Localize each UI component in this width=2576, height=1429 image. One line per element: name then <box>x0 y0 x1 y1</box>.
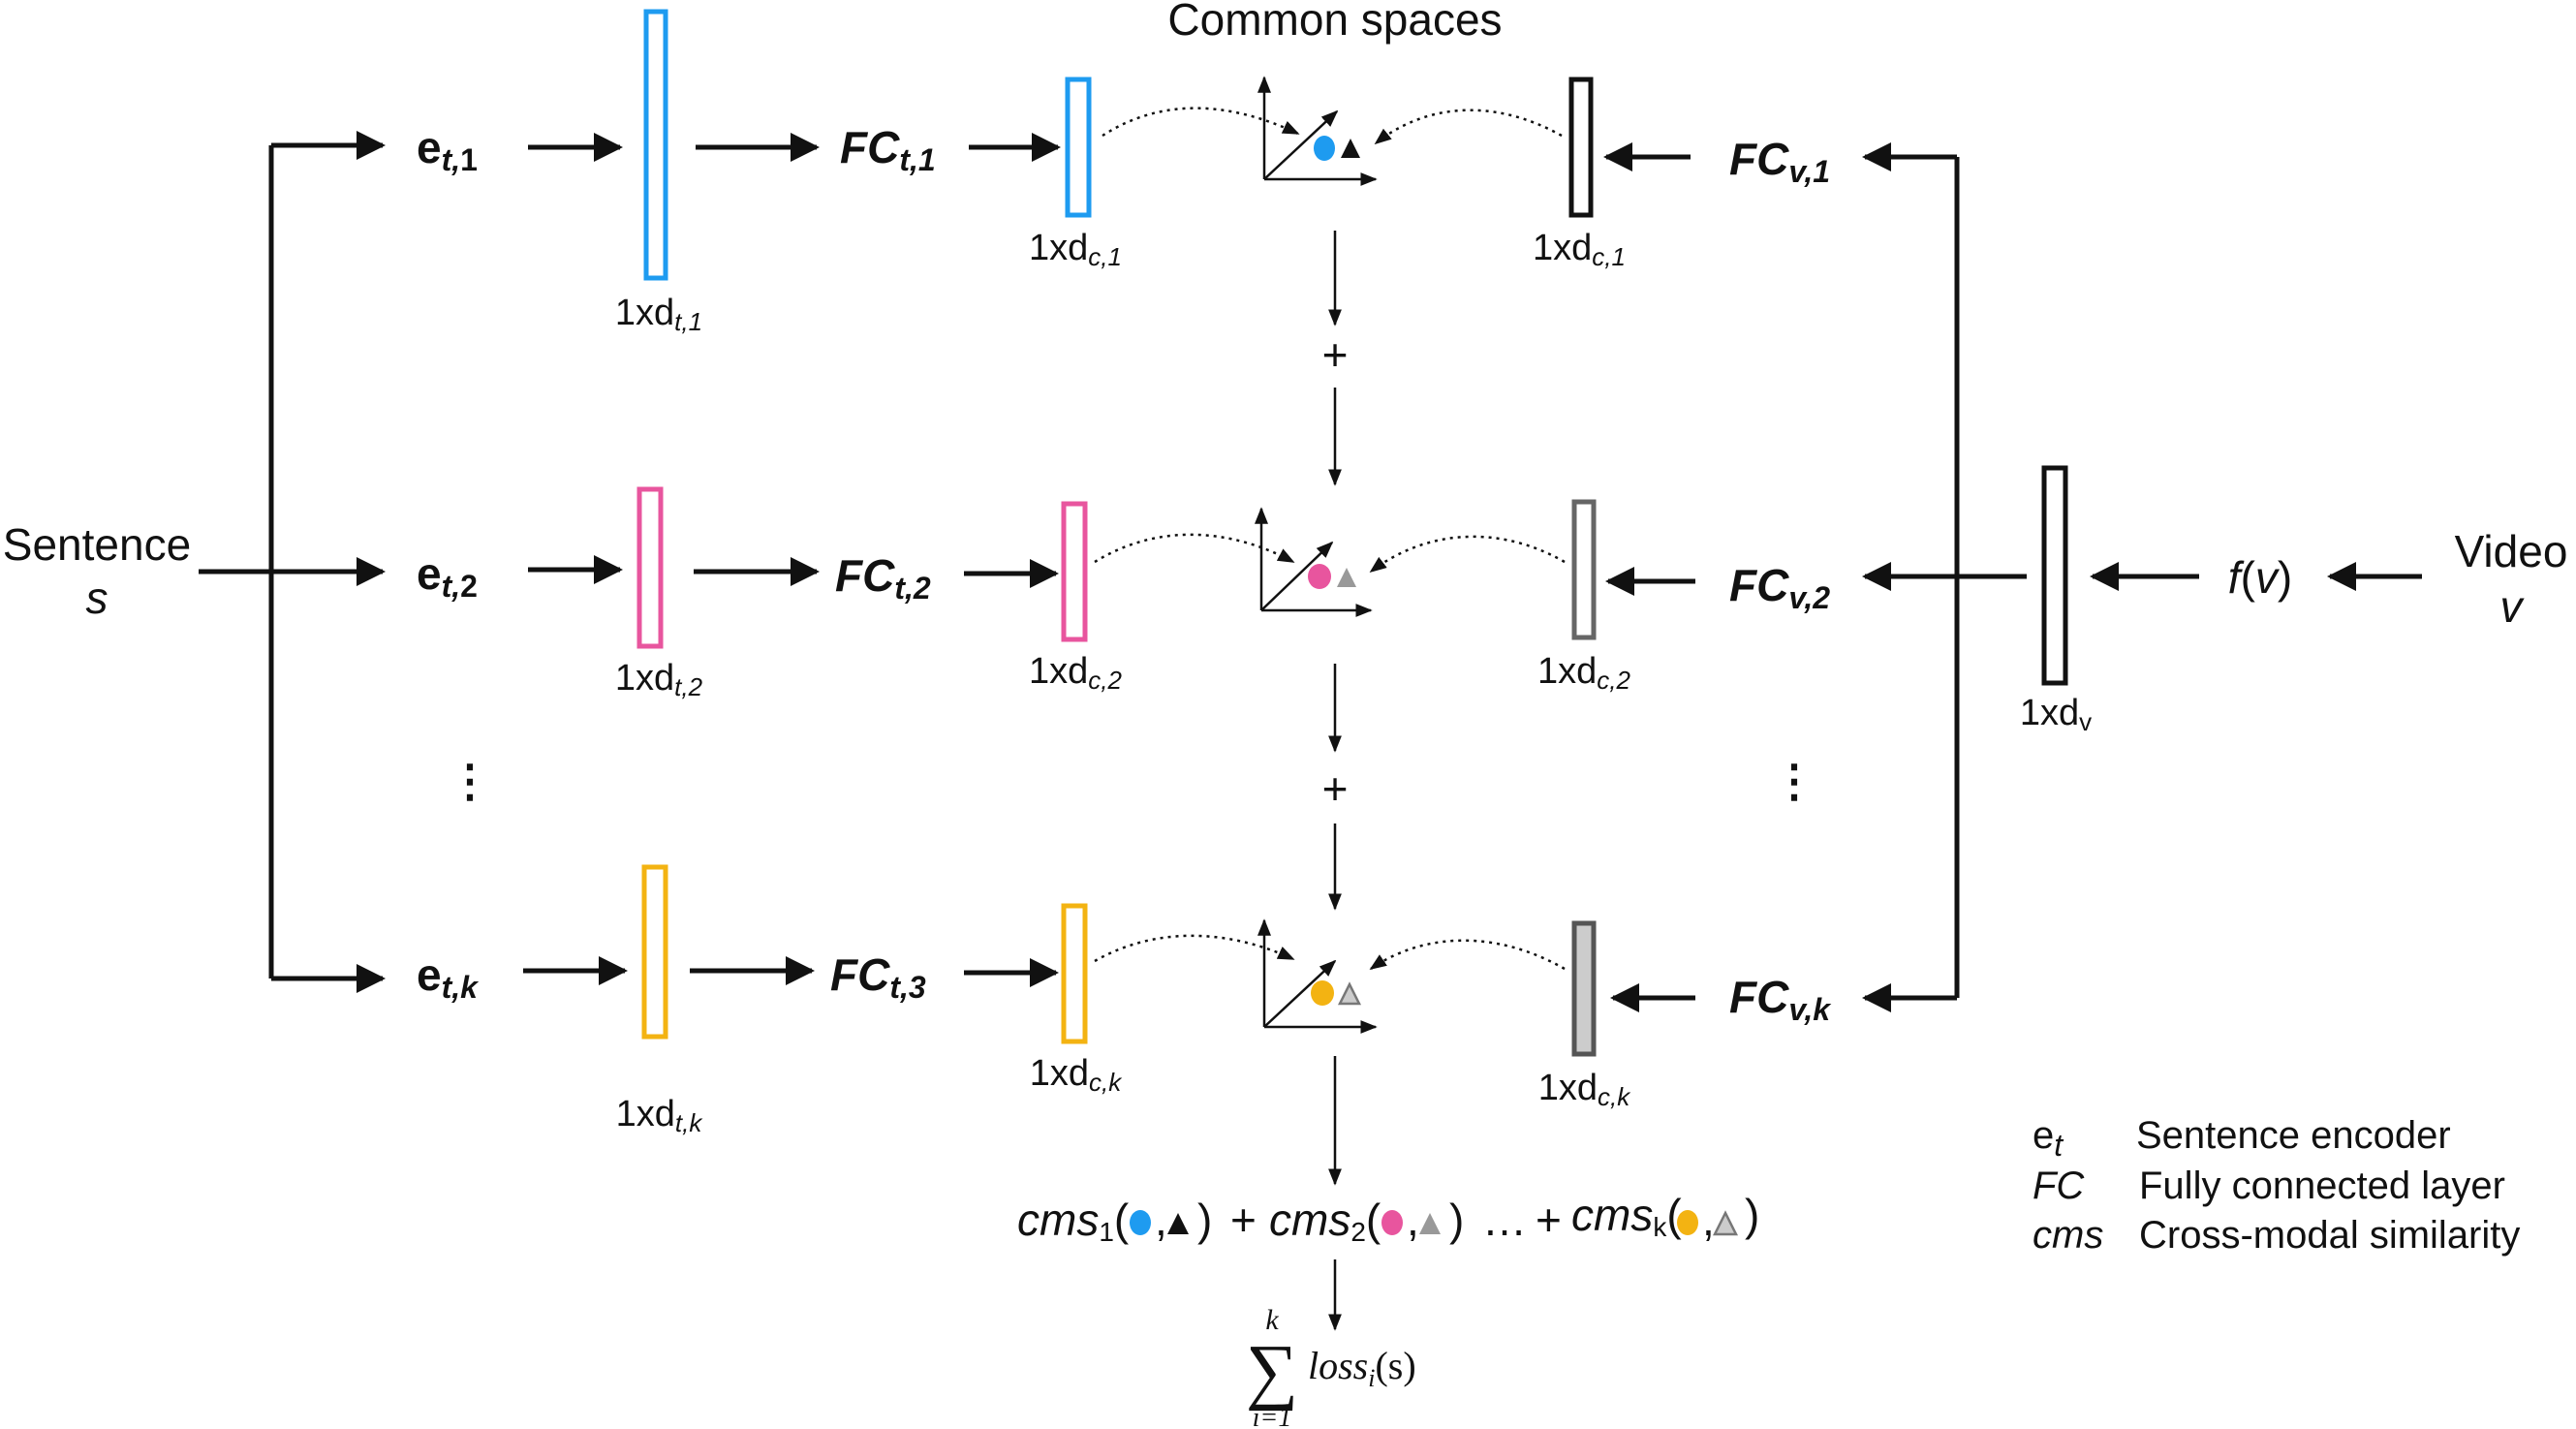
text-common-vector-1 <box>1065 77 1092 218</box>
video-common-vector-k <box>1571 920 1597 1057</box>
text-common-vector-k <box>1061 903 1088 1044</box>
fc-text-label-k: FCt,3 <box>830 949 926 1005</box>
video-embedding-triangle-k <box>1337 981 1362 1006</box>
video-common-dim-1: 1xdc,1 <box>1533 228 1626 271</box>
legend-desc-encoder: Sentence encoder <box>2136 1114 2451 1157</box>
video-label: Video <box>2455 526 2568 576</box>
plus-sign-1: + <box>1322 329 1349 380</box>
legend: et Sentence encoder FC Fully connected l… <box>2033 1114 2520 1257</box>
cms-close-k: ) <box>1745 1190 1759 1240</box>
cms-term-2: cms2( <box>1269 1195 1381 1247</box>
text-common-dim-k: 1xdc,k <box>1030 1053 1124 1097</box>
text-branch-1: et,1 1xdt,1 FCt,1 1xdc,1 <box>417 9 1122 336</box>
sum-lower: i=1 <box>1253 1403 1292 1429</box>
sentence-tree <box>199 131 386 993</box>
text-embedding-dot-2 <box>1308 564 1331 589</box>
video-branch-ellipsis: ⋮ <box>1772 756 1816 806</box>
text-feature-vector-k <box>641 864 668 1040</box>
text-embedding-dot-1 <box>1314 136 1335 161</box>
text-feature-dim-k: 1xdt,k <box>616 1094 704 1137</box>
video-common-dim-k: 1xdc,k <box>1538 1068 1632 1111</box>
plus-sign-2: + <box>1322 763 1349 814</box>
video-branch-k: 1xdc,k FCv,k <box>1538 920 1832 1111</box>
text-embedding-dot-k <box>1311 980 1334 1006</box>
cms-dot-2 <box>1381 1210 1403 1235</box>
cms-triangle-2 <box>1419 1213 1441 1234</box>
text-feature-dim-2: 1xdt,2 <box>615 658 703 701</box>
common-space-2 <box>1094 507 1566 617</box>
video-embedding-triangle-2 <box>1337 568 1356 587</box>
text-branch-ellipsis: ⋮ <box>448 756 492 806</box>
fc-video-label-k: FCv,k <box>1729 972 1832 1027</box>
sentence-label: Sentence <box>3 519 191 570</box>
common-space-k <box>1094 918 1566 1034</box>
video-common-dim-2: 1xdc,2 <box>1537 651 1631 695</box>
cms-plus-2: + <box>1536 1195 1562 1245</box>
text-feature-vector-1 <box>643 9 668 281</box>
fc-text-label-1: FCt,1 <box>840 122 936 177</box>
cms-comma-1: , <box>1155 1195 1167 1245</box>
video-tree <box>1862 142 2422 1012</box>
text-common-dim-1: 1xdc,1 <box>1029 228 1122 271</box>
fc-video-label-1: FCv,1 <box>1729 134 1830 189</box>
loss-sum: k ∑ i=1 lossi(s) <box>1246 1304 1416 1429</box>
cms-triangle-k <box>1712 1210 1739 1236</box>
video-branch-2: 1xdc,2 FCv,2 <box>1537 499 1830 695</box>
cms-term-1: cms1( <box>1017 1195 1130 1247</box>
video-symbol: v <box>2500 581 2526 632</box>
cms-close-2: ) <box>1449 1195 1464 1245</box>
cms-comma-k: , <box>1702 1195 1715 1245</box>
encoder-label-1: et,1 <box>417 122 478 177</box>
legend-term-cms: cms <box>2033 1214 2103 1257</box>
cms-term-k: cmsk( <box>1571 1190 1682 1242</box>
video-feature-dim: 1xdv <box>2020 693 2092 736</box>
fc-text-label-2: FCt,2 <box>835 550 931 606</box>
fc-video-label-2: FCv,2 <box>1729 560 1830 615</box>
cms-dot-k <box>1677 1210 1698 1235</box>
video-embedding-triangle-1 <box>1341 139 1360 158</box>
video-branch-1: 1xdc,1 FCv,1 <box>1533 77 1830 271</box>
common-space-1 <box>1102 76 1563 186</box>
text-feature-vector-2 <box>636 486 664 649</box>
cms-expression: cms1( , ) + cms2( , ) … + cmsk( , ) <box>1017 1190 1759 1247</box>
sum-upper: k <box>1265 1304 1279 1336</box>
video-common-vector-2 <box>1571 499 1597 640</box>
text-common-dim-2: 1xdc,2 <box>1029 651 1123 695</box>
sentence-symbol: s <box>86 573 109 623</box>
common-spaces-title: Common spaces <box>1167 0 1502 45</box>
video-common-vector-1 <box>1568 77 1594 218</box>
cms-triangle-1 <box>1167 1213 1189 1234</box>
legend-term-encoder: et <box>2033 1114 2064 1163</box>
text-branch-2: et,2 1xdt,2 FCt,2 1xdc,2 <box>417 486 1123 701</box>
legend-desc-fc: Fully connected layer <box>2139 1165 2505 1207</box>
cms-plus-1: + <box>1230 1195 1257 1245</box>
video-feature-fn: f(v) <box>2228 552 2292 603</box>
text-feature-dim-1: 1xdt,1 <box>615 293 702 336</box>
sum-expression: lossi(s) <box>1308 1344 1416 1392</box>
text-branch-k: et,k 1xdt,k FCt,3 1xdc,k <box>417 864 1124 1137</box>
cms-dots: … <box>1482 1195 1527 1245</box>
sum-symbol: ∑ <box>1246 1330 1298 1412</box>
legend-term-fc: FC <box>2033 1165 2085 1207</box>
cms-dot-1 <box>1130 1210 1151 1235</box>
cms-close-1: ) <box>1197 1195 1212 1245</box>
encoder-label-2: et,2 <box>417 548 478 604</box>
cms-comma-2: , <box>1407 1195 1419 1245</box>
text-common-vector-2 <box>1061 501 1088 642</box>
legend-desc-cms: Cross-modal similarity <box>2139 1214 2520 1257</box>
video-feature-vector <box>2041 465 2068 686</box>
encoder-label-k: et,k <box>417 949 480 1005</box>
